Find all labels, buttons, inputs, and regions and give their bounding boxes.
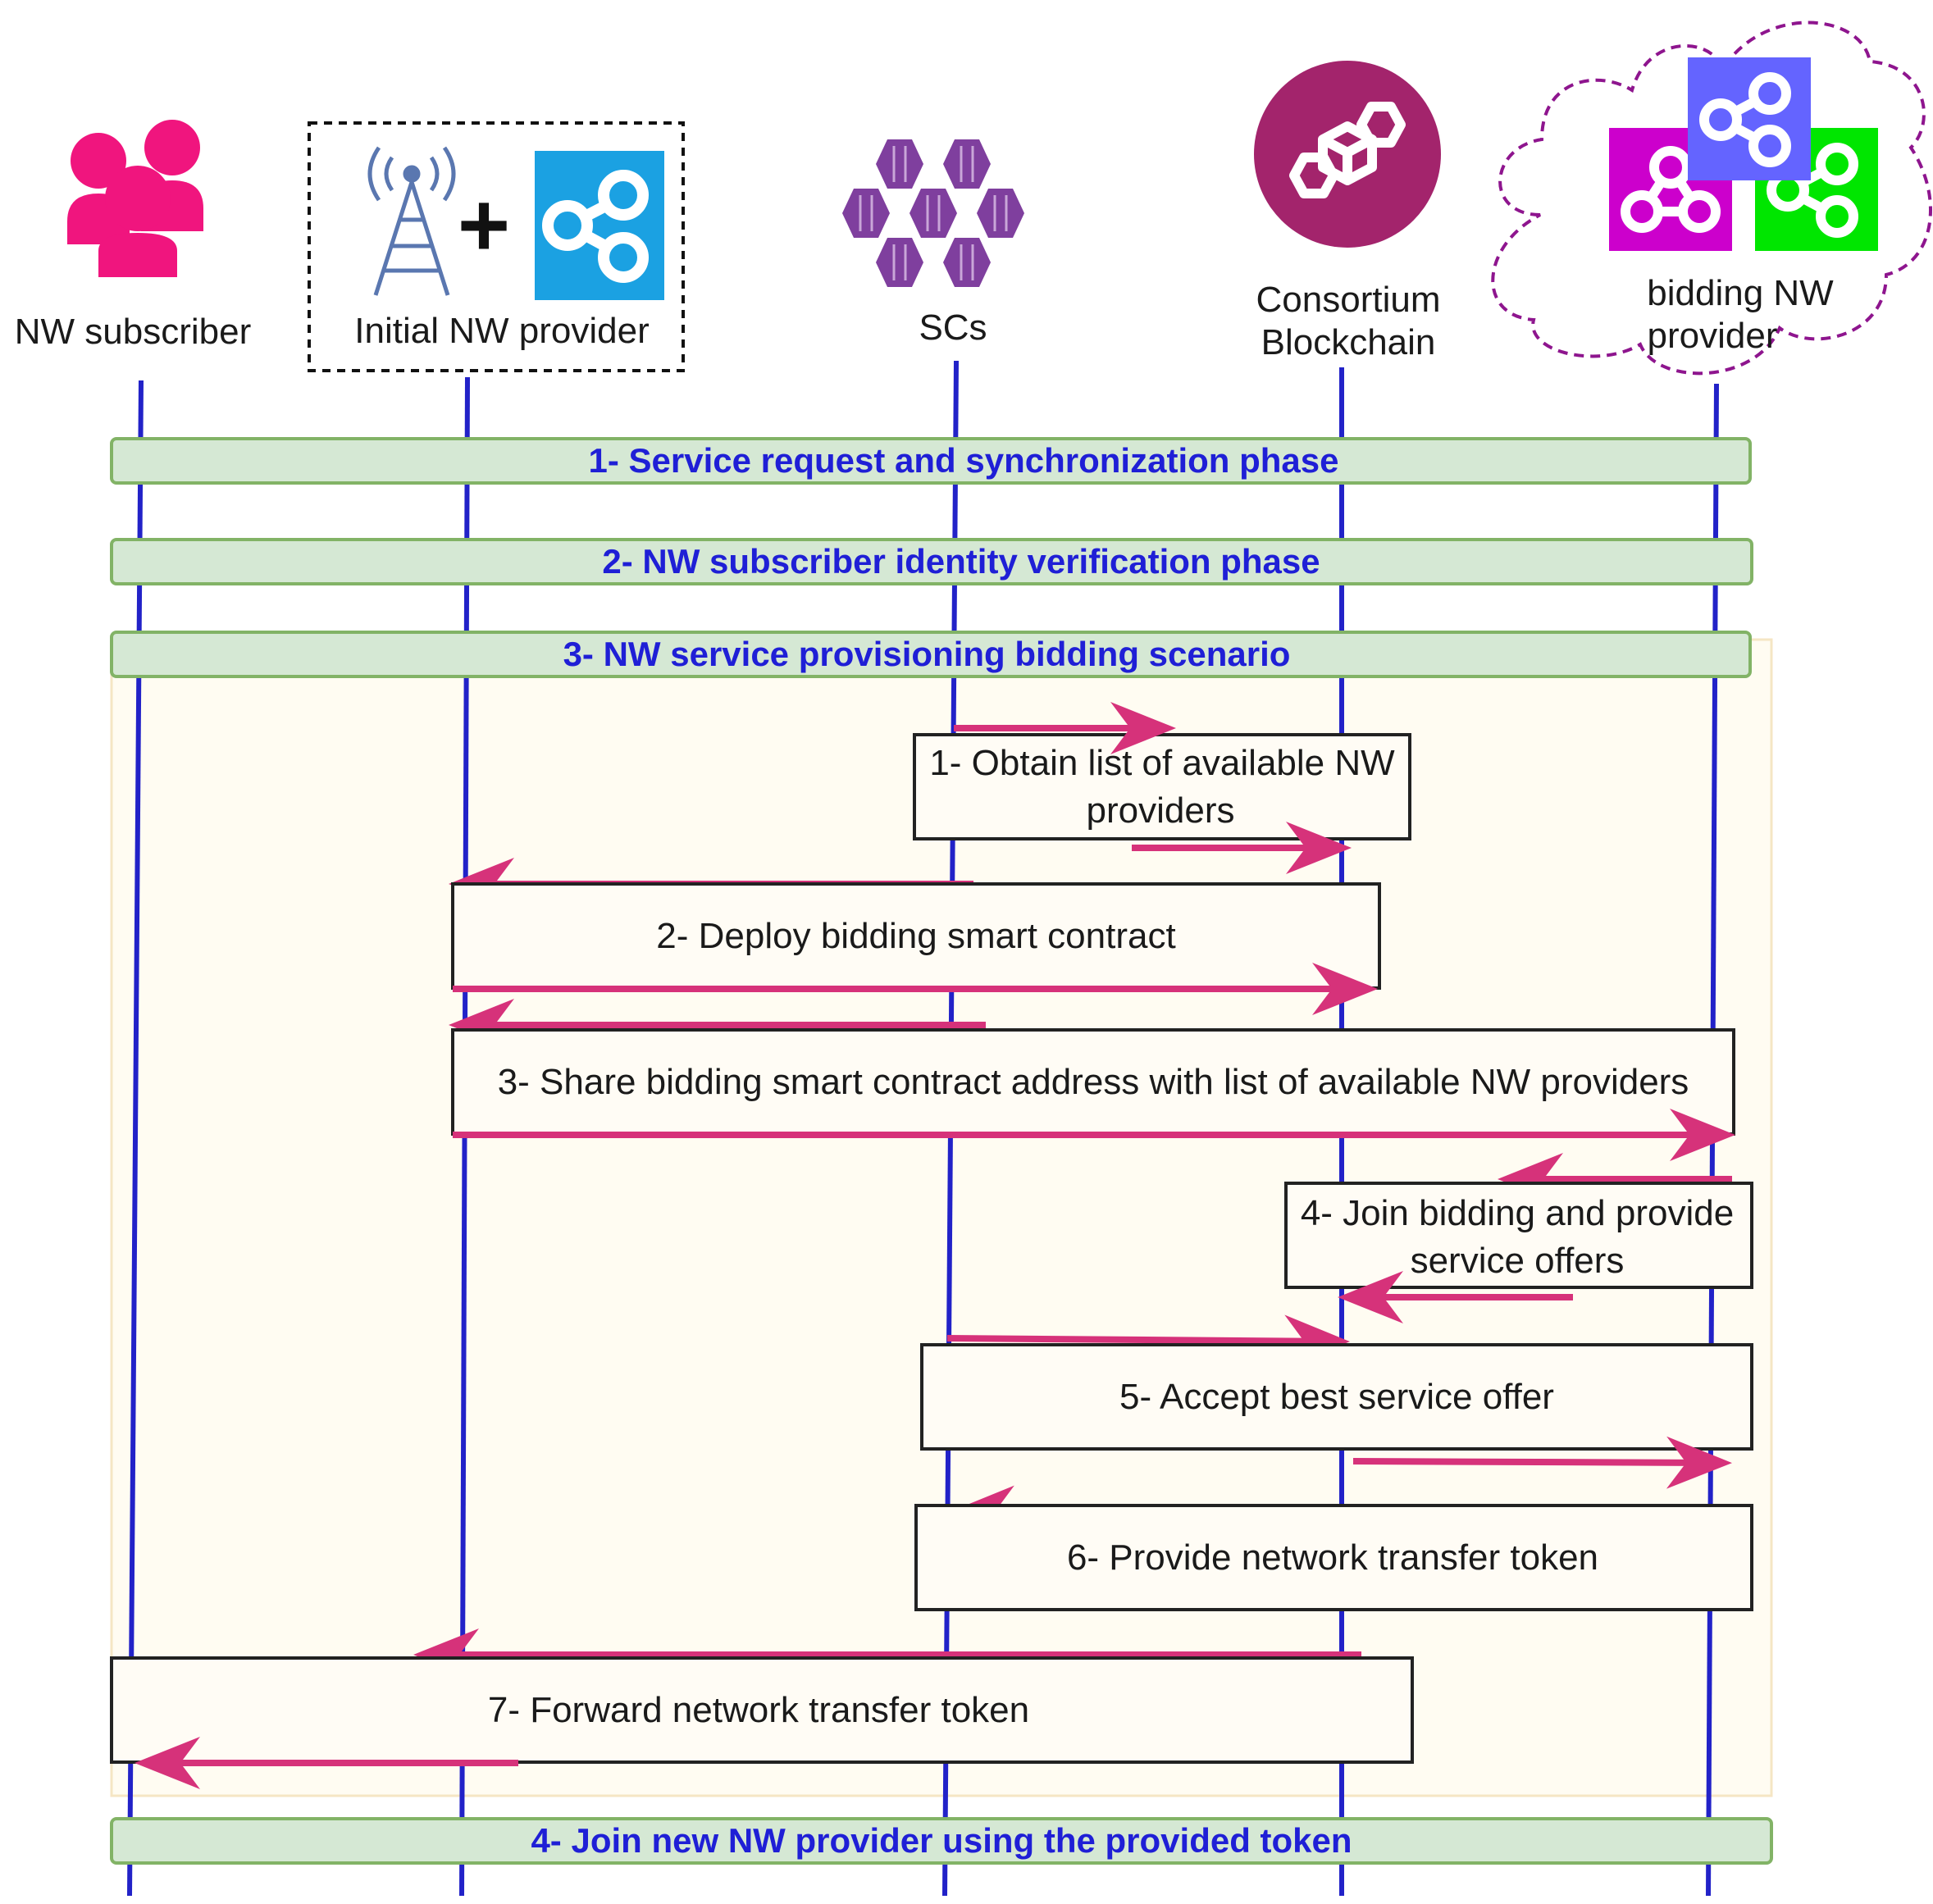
phase-label-1: 1- Service request and synchronization p…: [589, 441, 1339, 480]
phase-label-3: 3- NW service provisioning bidding scena…: [563, 635, 1291, 673]
step-box-7: [110, 1656, 1414, 1764]
containers-icon: [842, 139, 1024, 287]
step-box-5: [920, 1343, 1753, 1451]
cloud-icon: [1491, 20, 1932, 376]
step-box-2: [451, 882, 1381, 990]
share-tile-blue-icon: [1688, 57, 1811, 180]
blockchain-icon: [1254, 61, 1441, 248]
containers-icon-stripes: [859, 146, 1008, 280]
step-box-4: [1284, 1182, 1753, 1289]
actor-label-blockchain-line1: Consortium: [1256, 280, 1441, 320]
actor-label-blockchain-line2: Blockchain: [1261, 322, 1436, 362]
step-label-4-line1: 4- Join bidding and provide: [1301, 1193, 1734, 1233]
actor-label-initial-provider: Initial NW provider: [354, 311, 649, 351]
actor-label-subscriber: NW subscriber: [15, 312, 252, 352]
share-icon-initial: [535, 151, 664, 300]
phase-bar-1: [110, 437, 1752, 485]
phase-bar-4: [110, 1817, 1773, 1865]
arrow-step-5-a: [946, 1314, 1350, 1368]
phase-label-2: 2- NW subscriber identity verification p…: [602, 542, 1320, 581]
actor-label-bidding-line2: provider: [1648, 316, 1778, 356]
phase-bar-2: [110, 538, 1753, 585]
step-label-4-line2: service offers: [1411, 1241, 1625, 1281]
step-label-6: 6- Provide network transfer token: [1067, 1537, 1598, 1578]
actor-label-bidding-line1: bidding NW: [1647, 273, 1834, 313]
step-label-3: 3- Share bidding smart contract address …: [498, 1062, 1689, 1102]
users-icon: [67, 120, 203, 277]
tower-icon: [367, 146, 456, 296]
step-label-5: 5- Accept best service offer: [1119, 1377, 1554, 1417]
step-label-2: 2- Deploy bidding smart contract: [656, 916, 1175, 956]
actor-label-scs: SCs: [919, 307, 987, 348]
step-box-6: [914, 1504, 1753, 1611]
step-label-1-line1: 1- Obtain list of available NW: [929, 743, 1395, 783]
arrow-step-5-b: [1352, 1436, 1732, 1489]
plus-icon: +: [458, 175, 510, 276]
phase-bar-3: [110, 631, 1752, 678]
phase-label-4: 4- Join new NW provider using the provid…: [531, 1821, 1352, 1860]
step-label-7: 7- Forward network transfer token: [488, 1690, 1029, 1730]
step-label-1-line2: providers: [1087, 790, 1235, 831]
